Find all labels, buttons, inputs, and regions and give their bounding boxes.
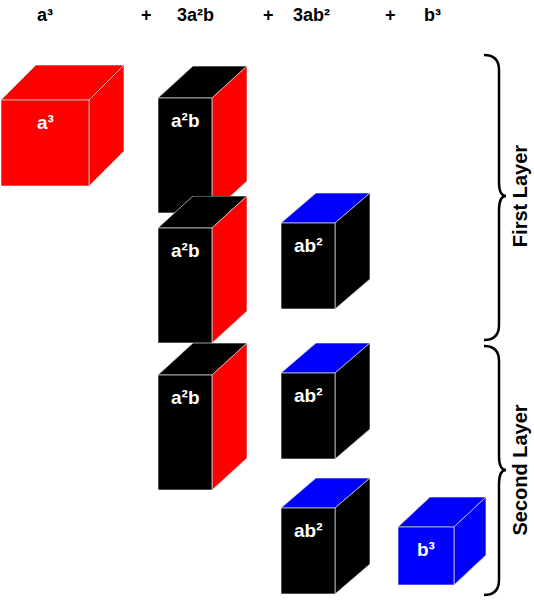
layer-label: First Layer [509, 145, 532, 247]
cube-face [281, 508, 335, 594]
cube-face [335, 478, 370, 594]
cube-face [1, 100, 89, 186]
cube-face [454, 497, 486, 585]
cube-face [212, 196, 247, 343]
a-b-squared-block: ab² [281, 343, 370, 459]
cube-face [281, 223, 335, 309]
second-layer-bracket [484, 346, 506, 595]
block-label: ab² [294, 385, 323, 407]
first-layer-bracket [484, 55, 506, 340]
cube-face [398, 527, 454, 585]
block-label: a²b [171, 110, 200, 132]
block-label: ab² [294, 235, 323, 257]
plus-sign: + [385, 4, 396, 26]
cube-face [335, 193, 370, 309]
a-cubed-cube: a³ [1, 65, 124, 186]
cube-face [212, 343, 247, 490]
a-squared-b-block: a²b [158, 66, 247, 213]
cube-face [212, 66, 247, 213]
block-label: a³ [37, 112, 54, 134]
b-cubed-cube: b³ [398, 497, 486, 585]
a-squared-b-block: a²b [158, 196, 247, 343]
a-squared-b-block: a²b [158, 343, 247, 490]
cube-face [158, 228, 212, 343]
cube-face [335, 343, 370, 459]
cube-shape [1, 65, 124, 186]
block-label: a²b [171, 240, 200, 262]
a-b-squared-block: ab² [281, 193, 370, 309]
cube-shape [158, 343, 247, 490]
cube-shape [158, 66, 247, 213]
term-label: 3ab² [293, 4, 330, 26]
term-label: b³ [424, 4, 441, 26]
term-label: 3a²b [177, 4, 214, 26]
cube-face [281, 373, 335, 459]
block-label: a²b [171, 387, 200, 409]
block-label: b³ [417, 539, 435, 561]
cube-shape [398, 497, 486, 585]
layer-label: Second Layer [509, 404, 532, 535]
a-b-squared-block: ab² [281, 478, 370, 594]
cube-face [158, 375, 212, 490]
plus-sign: + [263, 4, 274, 26]
term-label: a³ [37, 4, 53, 26]
plus-sign: + [141, 4, 152, 26]
cube-shape [158, 196, 247, 343]
cube-face [89, 65, 124, 186]
block-label: ab² [294, 520, 323, 542]
